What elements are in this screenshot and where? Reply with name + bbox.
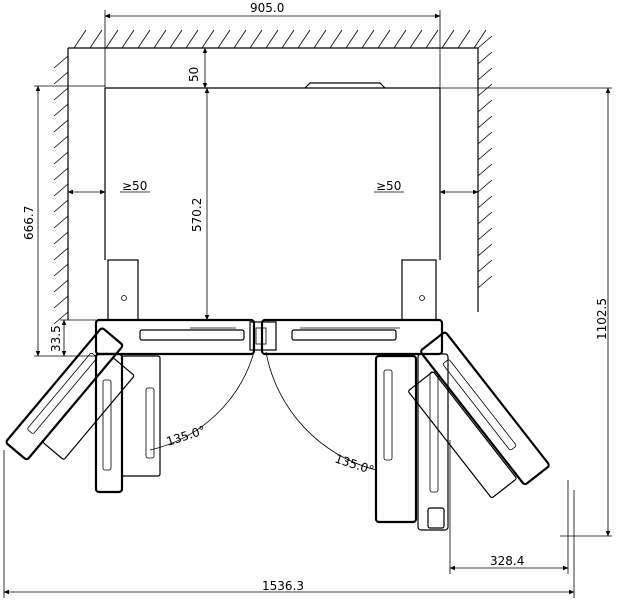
- hatch-stroke: [53, 103, 69, 117]
- hatch-stroke: [297, 29, 311, 49]
- hatch-stroke: [477, 179, 493, 193]
- right-wall-hatch: [477, 35, 493, 289]
- left-hinge-bracket: [107, 259, 139, 321]
- dim-wall-gap: 50: [187, 67, 201, 82]
- hatch-stroke: [477, 83, 493, 97]
- right-swing-arc: [265, 351, 377, 471]
- dim-side-clear-right: ≥50: [376, 179, 401, 193]
- door-swing-arcs: [149, 351, 377, 471]
- hatch-stroke: [377, 29, 391, 49]
- hatch-stroke: [153, 29, 167, 49]
- hatch-stroke: [73, 29, 87, 49]
- hatch-stroke: [53, 151, 69, 165]
- hatch-stroke: [477, 67, 493, 81]
- hatch-stroke: [53, 183, 69, 197]
- hatch-stroke: [473, 29, 487, 49]
- dim-total-depth: 1102.5: [595, 298, 609, 340]
- hatch-stroke: [53, 263, 69, 277]
- hatch-stroke: [53, 215, 69, 229]
- hatch-stroke: [393, 29, 407, 49]
- hatch-stroke: [477, 131, 493, 145]
- dim-body-depth: 666.7: [22, 206, 36, 240]
- dim-hinge-offset: 33.5: [49, 325, 63, 352]
- hatch-stroke: [53, 295, 69, 309]
- hatch-stroke: [265, 29, 279, 49]
- right-door-135: [420, 331, 550, 486]
- closed-doors: [94, 318, 444, 356]
- hatch-stroke: [53, 199, 69, 213]
- top-vent: [304, 82, 386, 89]
- hatch-stroke: [53, 71, 69, 85]
- hatch-stroke: [477, 275, 493, 289]
- hatch-stroke: [53, 87, 69, 101]
- hatch-stroke: [53, 247, 69, 261]
- hatch-stroke: [477, 115, 493, 129]
- hatch-stroke: [313, 29, 327, 49]
- hatch-stroke: [53, 55, 69, 69]
- right-hinge-bracket: [401, 259, 437, 321]
- dim-door-swing: 328.4: [490, 554, 524, 568]
- hatch-stroke: [53, 119, 69, 133]
- hatch-stroke: [409, 29, 423, 49]
- hatch-stroke: [425, 29, 439, 49]
- hatch-stroke: [457, 29, 471, 49]
- hatch-stroke: [477, 211, 493, 225]
- dim-overall-width: 905.0: [250, 1, 284, 15]
- hatch-stroke: [477, 243, 493, 257]
- hatch-stroke: [233, 29, 247, 49]
- left-swing-arc: [149, 351, 255, 451]
- hatch-stroke: [249, 29, 263, 49]
- hatch-stroke: [441, 29, 455, 49]
- hatch-stroke: [89, 29, 103, 49]
- hatch-stroke: [105, 29, 119, 49]
- angle-right-door: 135.0°: [333, 452, 376, 478]
- dim-inner-depth: 570.2: [190, 198, 204, 232]
- left-wall-hatch: [53, 55, 69, 325]
- hatch-stroke: [329, 29, 343, 49]
- hatch-stroke: [477, 227, 493, 241]
- hatch-stroke: [477, 259, 493, 273]
- hatch-stroke: [169, 29, 183, 49]
- hatch-stroke: [201, 29, 215, 49]
- hatch-stroke: [477, 163, 493, 177]
- dim-total-span: 1536.3: [262, 579, 304, 593]
- hatch-stroke: [361, 29, 375, 49]
- hatch-stroke: [53, 231, 69, 245]
- left-inner-drawer: [121, 355, 161, 477]
- fridge-body: [104, 82, 441, 321]
- dimension-lines: [3, 10, 612, 598]
- dim-side-clear-left: ≥50: [122, 179, 147, 193]
- top-wall-hatch: [73, 29, 487, 49]
- hatch-stroke: [477, 147, 493, 161]
- hatch-stroke: [185, 29, 199, 49]
- dimension-labels: 905.0 50 570.2 666.7 33.5 ≥50 ≥50 1102.5…: [22, 1, 609, 593]
- right-door-90: [374, 354, 418, 524]
- hatch-stroke: [53, 279, 69, 293]
- hatch-stroke: [281, 29, 295, 49]
- left-door-closed: [94, 318, 256, 356]
- hatch-stroke: [345, 29, 359, 49]
- center-handle: [249, 321, 277, 351]
- right-door-open-positions: [374, 331, 550, 531]
- left-door-open-positions: [5, 327, 161, 494]
- hatch-stroke: [217, 29, 231, 49]
- hatch-stroke: [477, 99, 493, 113]
- hatch-stroke: [121, 29, 135, 49]
- angle-left-door: 135.0°: [165, 423, 208, 449]
- hatch-stroke: [477, 51, 493, 65]
- right-door-closed: [260, 318, 444, 356]
- wall-niche: [53, 29, 493, 325]
- hatch-stroke: [477, 195, 493, 209]
- hatch-stroke: [53, 135, 69, 149]
- hatch-stroke: [137, 29, 151, 49]
- hatch-stroke: [53, 167, 69, 181]
- hatch-stroke: [53, 311, 69, 325]
- hatch-stroke: [477, 35, 493, 49]
